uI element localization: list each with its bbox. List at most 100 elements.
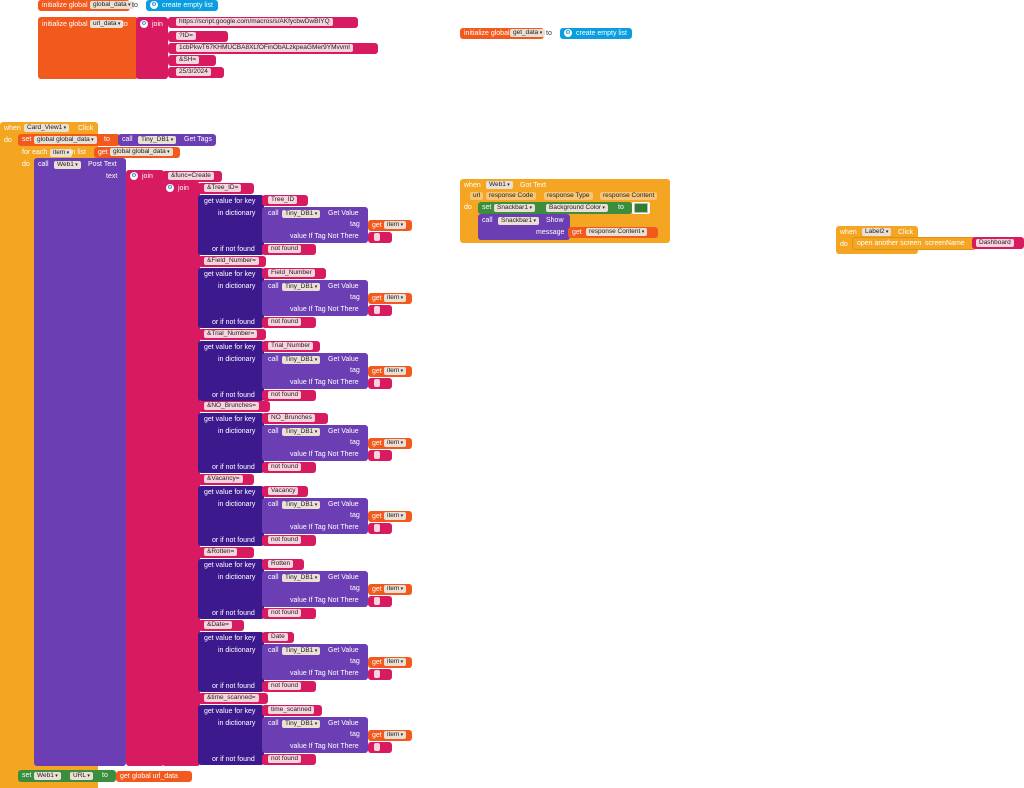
- gear-icon[interactable]: ⚙: [166, 184, 174, 192]
- create-empty-list-block[interactable]: ⚙ create empty list: [146, 0, 218, 11]
- param-text-block[interactable]: &Trial_Number=: [198, 329, 266, 340]
- var-name-dropdown[interactable]: global_data: [90, 1, 134, 9]
- param-chip[interactable]: response Content: [600, 192, 658, 200]
- key-text-block[interactable]: NO_Brunches: [262, 413, 328, 424]
- text-chip[interactable]: &NO_Brunches=: [204, 402, 259, 410]
- text-chip[interactable]: not found: [268, 755, 302, 763]
- item-dropdown[interactable]: item: [384, 585, 407, 593]
- key-text-block[interactable]: Rotten: [262, 559, 304, 570]
- not-found-text-block[interactable]: not found: [262, 390, 316, 401]
- url-text-block[interactable]: 1cbPkwT67KHMUCBA8XLfOFinObALzkpeaGMer9YM…: [168, 43, 378, 54]
- url-text-block[interactable]: &SH=: [168, 55, 216, 66]
- outer-join-block[interactable]: ⚙ join: [126, 170, 164, 766]
- param-text-block[interactable]: &time_scanned=: [198, 693, 268, 704]
- component-dropdown[interactable]: Web1: [486, 181, 513, 189]
- text-chip[interactable]: &time_scanned=: [204, 694, 259, 702]
- text-chip[interactable]: time_scanned: [268, 706, 315, 714]
- param-chip[interactable]: response Type: [544, 192, 593, 200]
- item-dropdown[interactable]: item: [50, 149, 73, 157]
- set-web-url-block[interactable]: set Web1 URL to: [18, 770, 116, 782]
- text-chip[interactable]: not found: [268, 318, 302, 326]
- text-chip[interactable]: Date: [268, 633, 288, 641]
- get-global-data-block[interactable]: get global global_data: [94, 147, 180, 158]
- text-chip[interactable]: [374, 670, 380, 678]
- empty-text-block[interactable]: [368, 305, 392, 316]
- text-chip[interactable]: &Field_Number=: [204, 257, 259, 265]
- not-found-text-block[interactable]: not found: [262, 681, 316, 692]
- param-chip[interactable]: url: [470, 192, 484, 200]
- property-dropdown[interactable]: URL: [70, 772, 93, 780]
- key-text-block[interactable]: Date: [262, 632, 294, 643]
- not-found-text-block[interactable]: not found: [262, 462, 316, 473]
- param-text-block[interactable]: &Rotten=: [198, 547, 254, 558]
- text-chip[interactable]: https://script.google.com/macros/s/AKfyc…: [176, 18, 333, 26]
- var-dropdown[interactable]: global global_data: [34, 136, 97, 144]
- get-url-data-block[interactable]: get global url_data: [116, 771, 192, 782]
- key-text-block[interactable]: Trial_Number: [262, 341, 320, 352]
- text-chip[interactable]: &Rotten=: [204, 548, 238, 556]
- empty-text-block[interactable]: [368, 523, 392, 534]
- empty-text-block[interactable]: [368, 450, 392, 461]
- gear-icon[interactable]: ⚙: [564, 29, 572, 37]
- var-name-dropdown[interactable]: url_data: [90, 20, 124, 28]
- screen-text-block[interactable]: Dashboard: [972, 237, 1024, 249]
- text-chip[interactable]: not found: [268, 536, 302, 544]
- var-dropdown[interactable]: global global_data: [110, 148, 173, 156]
- empty-text-block[interactable]: [368, 596, 392, 607]
- var-dropdown[interactable]: response Content: [586, 228, 648, 236]
- empty-text-block[interactable]: [368, 742, 392, 753]
- tinydb-dropdown[interactable]: Tiny_DB1: [282, 283, 321, 291]
- text-chip[interactable]: Tree_ID: [268, 196, 298, 204]
- text-chip[interactable]: [374, 597, 380, 605]
- key-text-block[interactable]: Vacancy: [262, 486, 308, 497]
- key-text-block[interactable]: time_scanned: [262, 705, 322, 716]
- item-dropdown[interactable]: item: [384, 658, 407, 666]
- text-chip[interactable]: not found: [268, 245, 302, 253]
- text-chip[interactable]: &Trial_Number=: [204, 330, 258, 338]
- inner-join-block[interactable]: ⚙ join: [162, 182, 200, 766]
- tinydb-dropdown[interactable]: Tiny_DB1: [282, 647, 321, 655]
- text-chip[interactable]: NO_Brunches: [268, 414, 315, 422]
- gear-icon[interactable]: ⚙: [150, 1, 158, 9]
- param-chip[interactable]: response Code: [486, 192, 537, 200]
- text-chip[interactable]: 25/3/2024: [176, 68, 211, 76]
- init-url-data-block[interactable]: initialize global url_data to: [38, 17, 138, 79]
- text-chip[interactable]: Field_Number: [268, 269, 315, 277]
- text-chip[interactable]: ?ID=: [176, 32, 196, 40]
- snackbar-dropdown[interactable]: Snackbar1: [494, 204, 535, 212]
- key-text-block[interactable]: Tree_ID: [262, 195, 308, 206]
- var-name-dropdown[interactable]: get_data: [510, 29, 546, 37]
- not-found-text-block[interactable]: not found: [262, 317, 316, 328]
- gear-icon[interactable]: ⚙: [130, 172, 138, 180]
- param-text-block[interactable]: &Tree_ID=: [198, 183, 254, 194]
- text-chip[interactable]: [374, 306, 380, 314]
- not-found-text-block[interactable]: not found: [262, 754, 316, 765]
- web-dropdown[interactable]: Web1: [34, 772, 61, 780]
- get-response-content-block[interactable]: get response Content: [568, 227, 658, 238]
- text-chip[interactable]: not found: [268, 609, 302, 617]
- init-get-data-block[interactable]: initialize global get_data: [460, 28, 546, 39]
- tinydb-get-tags-block[interactable]: call Tiny_DB1 Get Tags: [118, 134, 216, 146]
- text-chip[interactable]: [374, 524, 380, 532]
- text-chip[interactable]: &func=Create: [168, 172, 214, 180]
- text-chip[interactable]: &Tree_ID=: [204, 184, 242, 192]
- text-chip[interactable]: [374, 379, 380, 387]
- tinydb-dropdown[interactable]: Tiny_DB1: [282, 720, 321, 728]
- tinydb-dropdown[interactable]: Tiny_DB1: [282, 356, 321, 364]
